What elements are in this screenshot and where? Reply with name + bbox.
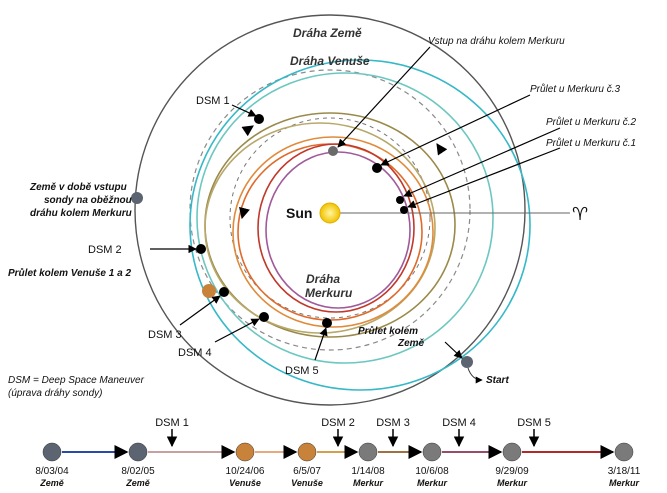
orbit-insertion-label: Vstup na dráhu kolem Merkuru — [428, 36, 565, 47]
timeline-earth-icon — [42, 442, 62, 462]
timeline-date: 8/03/04 — [35, 466, 69, 477]
timeline-earth-icon — [128, 442, 148, 462]
sun-group: Sun ♈ — [286, 202, 588, 225]
timeline-dsm-label: DSM 4 — [442, 417, 476, 429]
start-arrow — [467, 367, 483, 384]
timeline-body-name: Venuše — [291, 478, 323, 488]
timeline-mercury-icon — [614, 442, 634, 462]
timeline-body-name: Merkur — [497, 478, 528, 488]
flyby2-label: Průlet u Merkuru č.2 — [546, 116, 636, 128]
venus-flyby-label: Průlet kolem Venuše 1 a 2 — [8, 267, 131, 279]
trajectory-loop-olive — [204, 112, 456, 338]
timeline-date: 1/14/08 — [351, 466, 385, 477]
flyby1-label: Průlet u Merkuru č.1 — [546, 137, 636, 149]
mission-timeline: 8/03/04Země8/02/05Země10/24/06Venuše6/5/… — [35, 417, 640, 488]
timeline-body-name: Merkur — [353, 478, 384, 488]
legend-line-1: DSM = Deep Space Maneuver — [8, 375, 145, 386]
earth-orbit-label: Dráha Země — [293, 26, 362, 40]
timeline-body-name: Venuše — [229, 478, 261, 488]
mercury-orbit — [229, 117, 431, 319]
venus-orbit-label: Dráha Venuše — [290, 54, 370, 68]
orbit-markers — [131, 114, 483, 384]
timeline-date: 10/24/06 — [226, 466, 265, 477]
trajectory-direction-arrow-2 — [436, 143, 448, 156]
sun-label: Sun — [286, 205, 312, 221]
dsm5-marker — [322, 318, 332, 328]
timeline-dsm-label: DSM 2 — [321, 417, 355, 429]
earth-flyby-label-1: Průlet kolem — [358, 325, 418, 337]
timeline-date: 3/18/11 — [608, 466, 641, 477]
sun-icon — [319, 202, 341, 224]
dsm2-label: DSM 2 — [88, 244, 122, 256]
trajectory-loop-red — [257, 143, 415, 313]
flyby2-marker — [396, 196, 404, 204]
timeline-body-name: Merkur — [417, 478, 448, 488]
timeline-date: 8/02/05 — [121, 466, 155, 477]
earth-at-insertion-label-2: sondy na oběžnou — [44, 195, 132, 206]
earth-flyby-label-2: Země — [397, 338, 425, 349]
dsm4-marker — [259, 312, 269, 322]
timeline-mercury-icon — [422, 442, 442, 462]
dsm4-label: DSM 4 — [178, 347, 212, 359]
timeline-venus-icon — [297, 442, 317, 462]
venus-orbit — [189, 69, 471, 351]
trajectory-loop-cyan-2 — [196, 72, 494, 364]
legend-line-2: (úprava dráhy sondy) — [8, 388, 103, 399]
orbit-lines — [134, 14, 526, 406]
timeline-date: 10/6/08 — [415, 466, 449, 477]
timeline-body-name: Merkur — [609, 478, 640, 488]
flyby3-label: Průlet u Merkuru č.3 — [530, 83, 620, 95]
dsm1-label: DSM 1 — [196, 95, 230, 107]
earth-at-insertion-label-1: Země v době vstupu — [29, 182, 127, 193]
trajectory-direction-arrow-3 — [239, 206, 250, 220]
spacecraft-trajectory — [189, 59, 531, 391]
trajectory-loop-purple — [265, 151, 411, 309]
timeline-mercury-icon — [502, 442, 522, 462]
dsm3-label: DSM 3 — [148, 329, 182, 341]
flyby3-marker — [372, 163, 382, 173]
dsm2-marker — [196, 244, 206, 254]
dsm5-label: DSM 5 — [285, 365, 319, 377]
timeline-date: 9/29/09 — [495, 466, 529, 477]
earth-flyby-marker — [461, 356, 473, 368]
trajectory-loop-cyan — [189, 59, 531, 391]
timeline-body-name: Země — [125, 478, 150, 488]
flyby1-marker — [400, 206, 408, 214]
mercury-orbit-insertion-marker — [328, 146, 338, 156]
earth-at-insertion-label-3: dráhu kolem Merkuru — [30, 208, 132, 219]
mercury-orbit-label-2: Merkuru — [305, 286, 353, 300]
mercury-orbit-label-1: Dráha — [306, 272, 340, 286]
timeline-mercury-icon — [358, 442, 378, 462]
trajectory-loop-orange — [232, 136, 434, 328]
timeline-dsm-label: DSM 1 — [155, 417, 189, 429]
venus-flyby-marker — [202, 284, 216, 298]
earth-at-insertion-marker — [131, 192, 143, 204]
trajectory-direction-arrow-1 — [241, 125, 254, 137]
aries-symbol: ♈ — [572, 204, 588, 225]
timeline-body-name: Země — [39, 478, 64, 488]
timeline-dsm-label: DSM 5 — [517, 417, 551, 429]
dsm3-marker — [219, 287, 229, 297]
callout-leaders — [150, 46, 561, 361]
timeline-venus-icon — [235, 442, 255, 462]
timeline-date: 6/5/07 — [293, 466, 321, 477]
earth-orbit — [134, 14, 526, 406]
timeline-dsm-label: DSM 3 — [376, 417, 410, 429]
start-label: Start — [486, 375, 509, 386]
